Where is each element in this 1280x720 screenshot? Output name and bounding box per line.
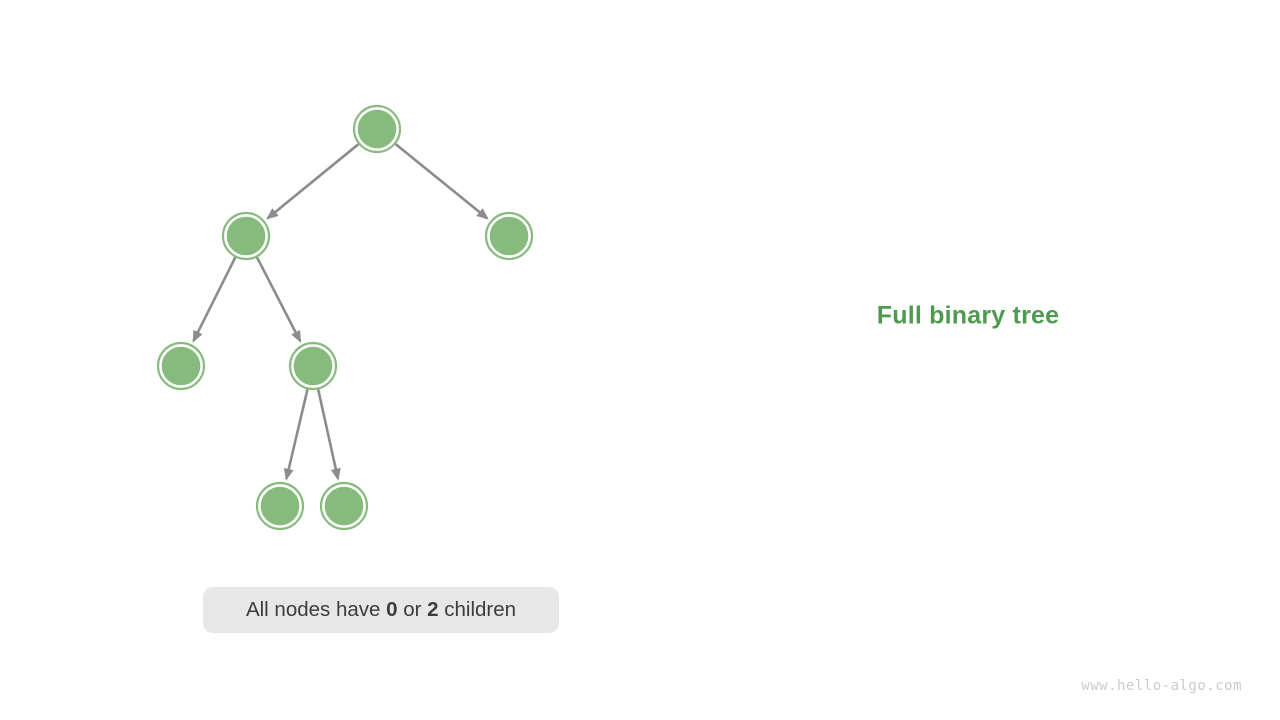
tree-edge bbox=[255, 256, 302, 343]
tree-node bbox=[156, 341, 206, 391]
tree-node bbox=[255, 481, 305, 531]
tree-edge bbox=[316, 389, 341, 481]
tree-node bbox=[288, 341, 338, 391]
tree-edge bbox=[266, 143, 360, 220]
diagram-title: Full binary tree bbox=[876, 301, 1060, 330]
caption-text: All nodes have bbox=[245, 598, 387, 621]
caption-text: children bbox=[438, 598, 517, 621]
tree-edge bbox=[283, 389, 309, 481]
caption-bold-two: 2 bbox=[427, 598, 439, 621]
tree-node bbox=[484, 211, 534, 261]
caption-text: or bbox=[397, 598, 428, 621]
tree-node bbox=[319, 481, 369, 531]
caption-pill: All nodes have 0 or 2 children bbox=[203, 587, 559, 633]
watermark: www.hello-algo.com bbox=[1081, 678, 1242, 694]
tree-node bbox=[352, 104, 402, 154]
tree-node bbox=[221, 211, 271, 261]
caption-bold-zero: 0 bbox=[386, 598, 398, 621]
tree-edge bbox=[192, 256, 237, 343]
tree-edge bbox=[394, 143, 489, 220]
